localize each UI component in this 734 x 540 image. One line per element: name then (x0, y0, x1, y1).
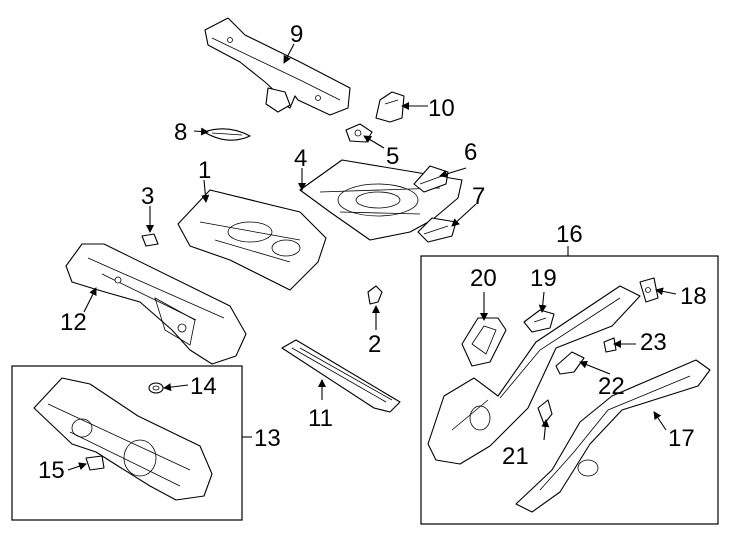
part-20-pad[interactable] (461, 317, 507, 367)
part-14-grommet[interactable] (148, 382, 164, 394)
leaders (67, 43, 677, 471)
callout-7: 7 (472, 183, 485, 210)
part-3-clip[interactable] (141, 233, 159, 247)
callout-18: 18 (680, 283, 707, 310)
part-1-floor-pan[interactable] (177, 189, 327, 291)
part-5-bracket[interactable] (345, 123, 373, 143)
callout-2: 2 (368, 331, 381, 358)
callout-20: 20 (470, 265, 497, 292)
callout-1: 1 (198, 157, 211, 184)
callout-11: 11 (308, 405, 333, 432)
callout-16: 16 (556, 221, 583, 248)
part-10-bracket[interactable] (375, 91, 405, 123)
callout-21: 21 (502, 443, 529, 470)
part-22-bracket[interactable] (555, 351, 585, 375)
callout-22: 22 (598, 373, 625, 400)
callout-23: 23 (640, 329, 667, 356)
part-12-cross-member[interactable] (65, 243, 247, 365)
part-11-sill-plate[interactable] (281, 339, 401, 413)
callout-8: 8 (174, 119, 187, 146)
part-8-plug[interactable] (203, 128, 251, 141)
callout-12: 12 (60, 309, 87, 336)
callout-17: 17 (668, 425, 695, 452)
callout-3: 3 (141, 183, 154, 210)
part-7-bracket[interactable] (417, 217, 457, 243)
part-21-bracket[interactable] (537, 399, 553, 425)
callout-19: 19 (530, 265, 557, 292)
part-17-rail[interactable] (515, 359, 711, 513)
callout-5: 5 (386, 143, 399, 170)
part-15-pad[interactable] (85, 455, 105, 471)
callout-6: 6 (464, 139, 477, 166)
callout-4: 4 (294, 145, 307, 172)
callout-9: 9 (290, 21, 303, 48)
part-23-bracket[interactable] (603, 337, 617, 353)
group-box-13 (11, 365, 243, 521)
part-19-bracket[interactable] (523, 309, 555, 333)
callout-14: 14 (190, 373, 217, 400)
part-18-plate[interactable] (639, 277, 659, 303)
callout-10: 10 (428, 95, 455, 122)
part-2-clip[interactable] (367, 285, 383, 305)
callout-15: 15 (38, 457, 65, 484)
group-box-16 (420, 255, 719, 525)
callout-13: 13 (254, 425, 281, 452)
part-16-rail-assembly[interactable] (427, 285, 641, 465)
callout-labels: 1 2 3 4 5 6 7 8 9 10 11 12 13 14 15 16 1… (38, 21, 707, 484)
part-9-cross-member[interactable] (204, 17, 351, 116)
